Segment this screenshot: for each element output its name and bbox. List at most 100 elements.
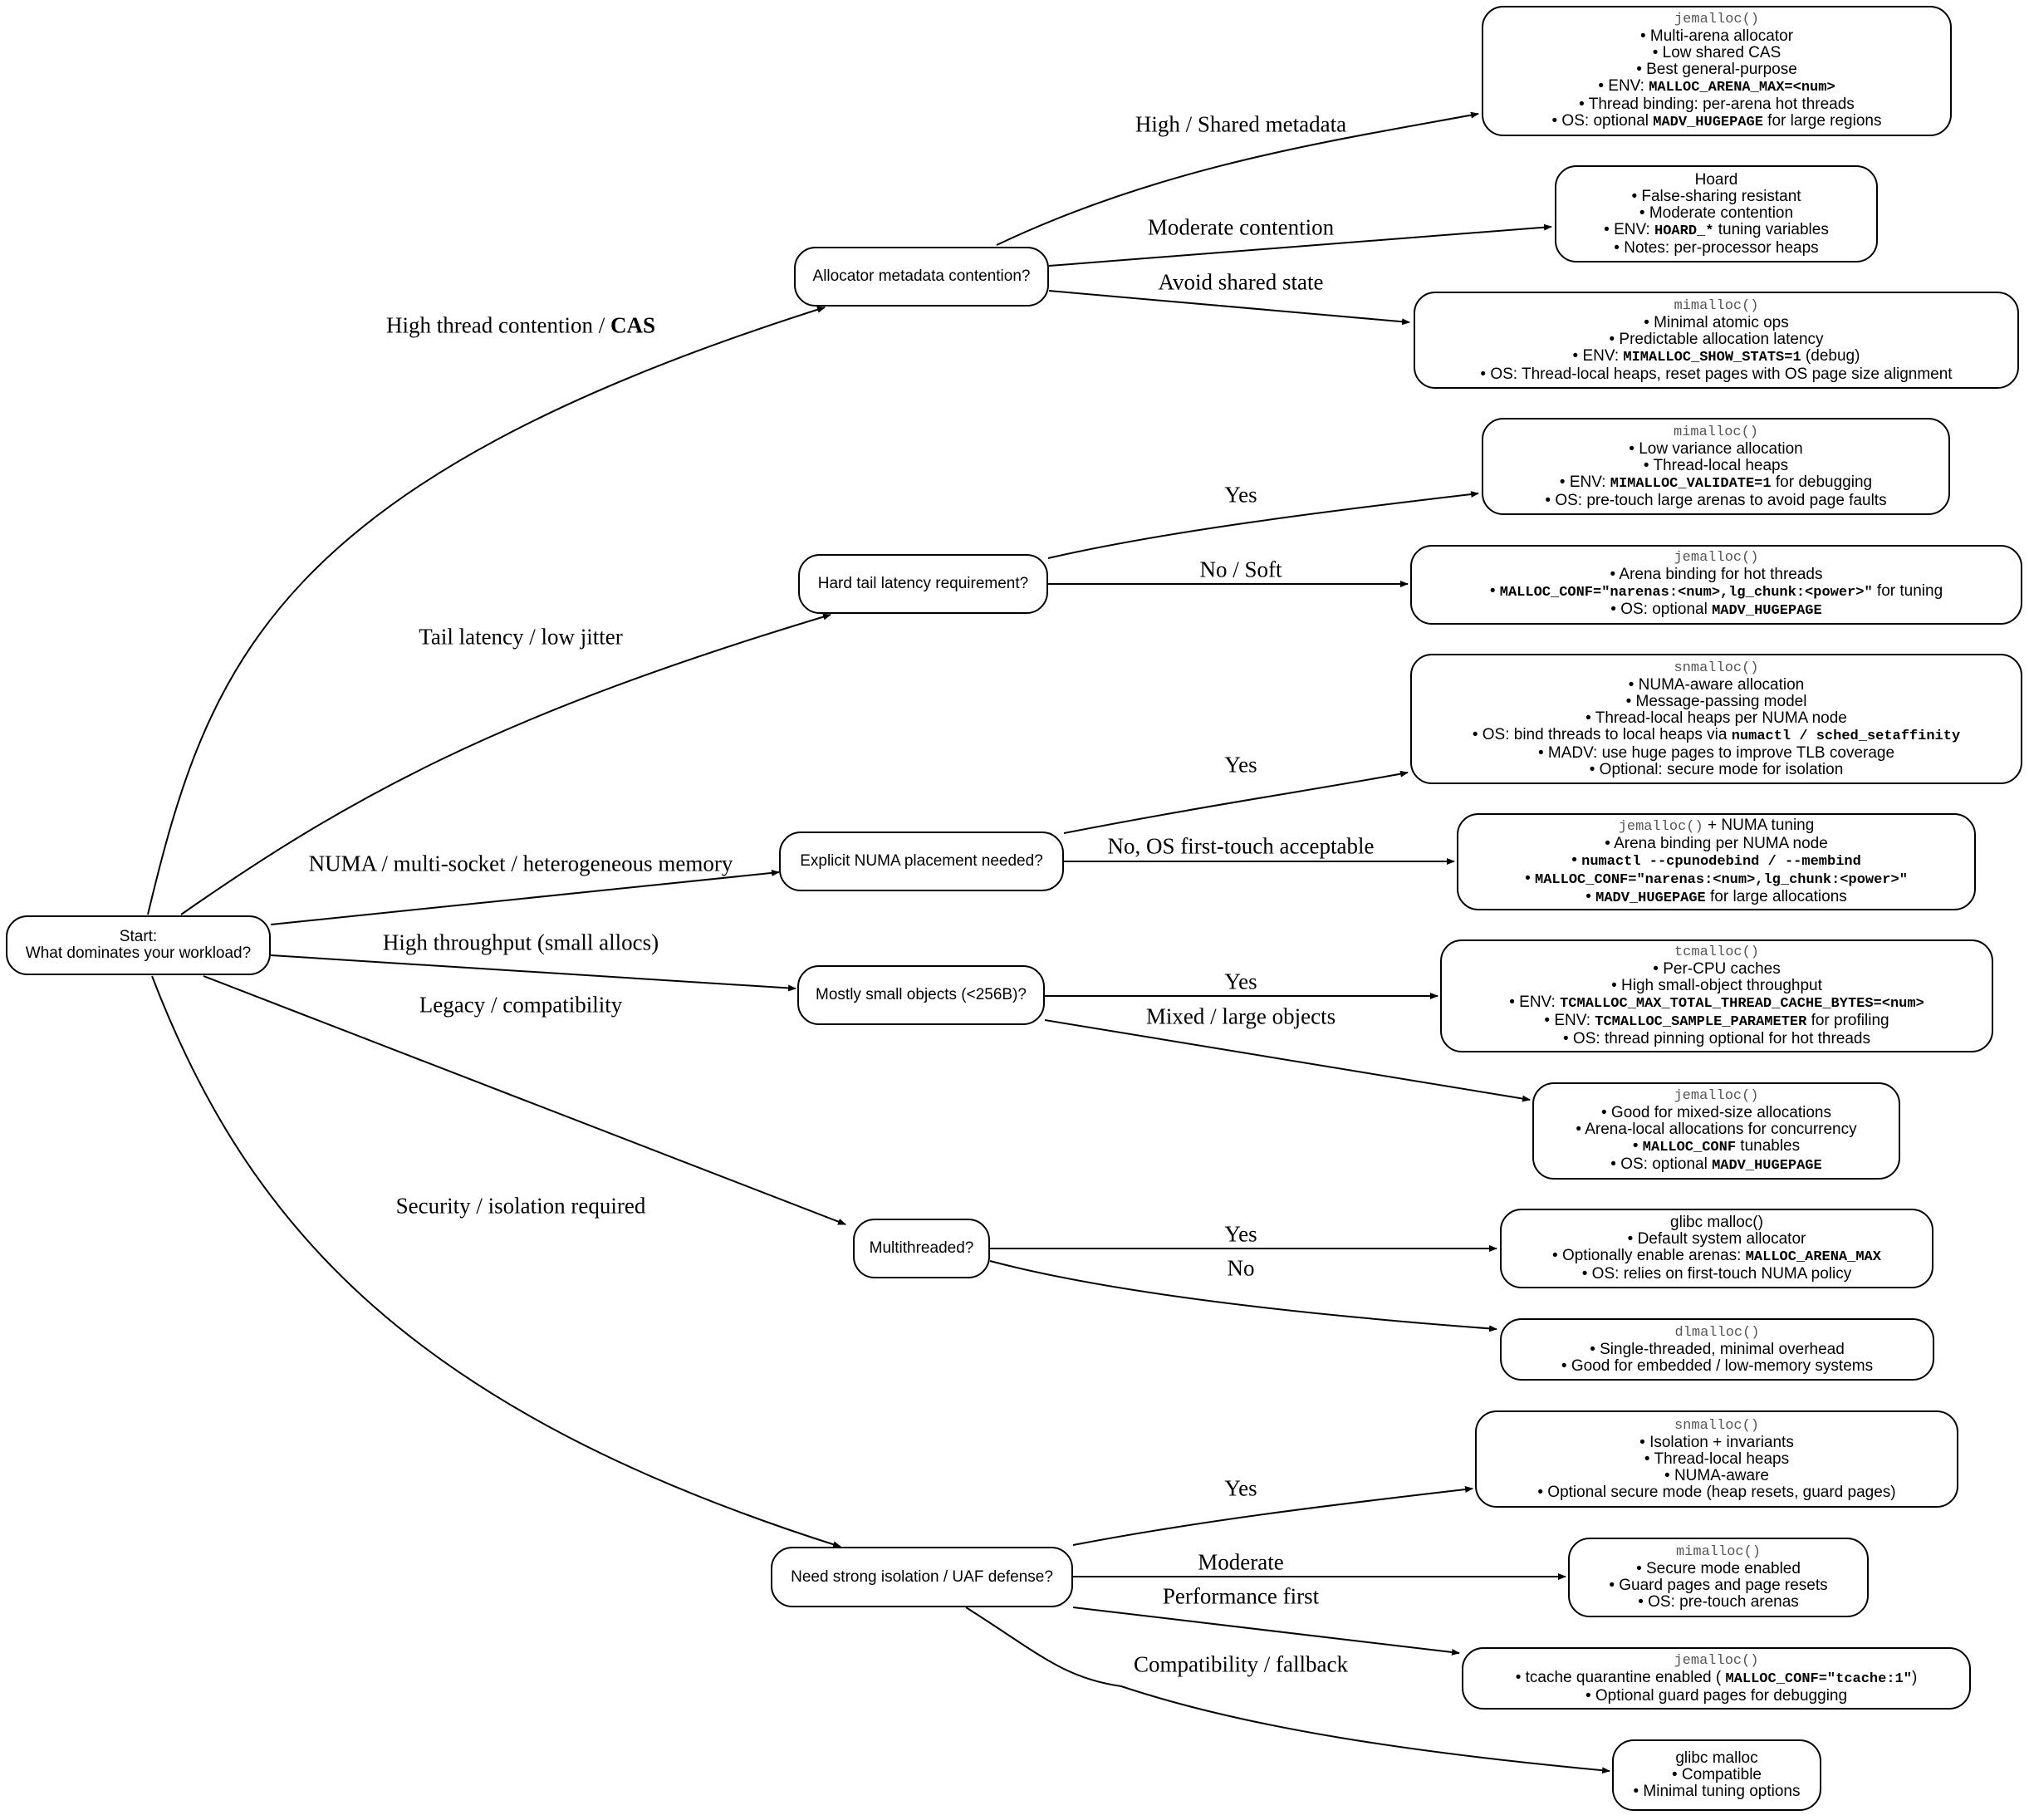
result-line: • OS: thread pinning optional for hot th…: [1563, 1030, 1870, 1047]
result-mimalloc-avoid-shared: mimalloc() • Minimal atomic ops • Predic…: [1414, 292, 2019, 389]
result-line: • OS: pre-touch arenas: [1638, 1593, 1799, 1611]
result-line: • MALLOC_CONF="narenas:<num>,lg_chunk:<p…: [1490, 583, 1943, 601]
quarantine-prefix: • tcache quarantine enabled (: [1515, 1668, 1726, 1686]
env-code: MIMALLOC_SHOW_STATS=1: [1623, 349, 1801, 365]
os-code: numactl / sched_setaffinity: [1731, 728, 1961, 744]
label-tail-no: No / Soft: [1199, 557, 1282, 582]
bullet-prefix: •: [1489, 582, 1500, 600]
label-numa: NUMA / multi-socket / heterogeneous memo…: [308, 851, 733, 876]
result-line: • Thread-local heaps: [1644, 1450, 1790, 1468]
result-dlmalloc: dlmalloc() • Single-threaded, minimal ov…: [1500, 1318, 1934, 1381]
result-title: snmalloc(): [1674, 1417, 1760, 1434]
conf-code: MALLOC_CONF: [1642, 1139, 1737, 1155]
result-line: • OS: bind threads to local heaps via nu…: [1472, 725, 1961, 745]
env-code: MIMALLOC_VALIDATE=1: [1610, 475, 1772, 492]
result-title: jemalloc(): [1674, 550, 1759, 566]
result-title: mimalloc(): [1673, 424, 1759, 440]
edge-multi-dlmalloc: [989, 1260, 1497, 1332]
result-line: • Single-threaded, minimal overhead: [1590, 1340, 1845, 1358]
result-line: • False-sharing resistant: [1631, 187, 1801, 205]
result-line: • Isolation + invariants: [1639, 1433, 1794, 1451]
edge-isolation-glibc: [965, 1607, 1610, 1774]
env-suffix: for profiling: [1806, 1012, 1889, 1029]
result-line: • Optional secure mode (heap resets, gua…: [1537, 1483, 1896, 1501]
label-moderate-contention: Moderate contention: [1147, 214, 1335, 240]
result-line: • ENV: MALLOC_ARENA_MAX=<num>: [1598, 76, 1835, 96]
question-isolation: Need strong isolation / UAF defense?: [771, 1547, 1073, 1607]
label-legacy: Legacy / compatibility: [419, 992, 623, 1018]
edge-numa-snmalloc: [1063, 770, 1409, 834]
result-line: • ENV: TCMALLOC_MAX_TOTAL_THREAD_CACHE_B…: [1509, 994, 1924, 1013]
result-line: • MALLOC_CONF="narenas:<num>,lg_chunk:<p…: [1525, 870, 1908, 889]
start-line1: Start:: [119, 928, 158, 945]
result-jemalloc-soft-tail: jemalloc() • Arena binding for hot threa…: [1410, 545, 2022, 625]
label-tail-latency: Tail latency / low jitter: [419, 624, 623, 650]
question-multithreaded: Multithreaded?: [853, 1219, 990, 1278]
env-suffix: for debugging: [1771, 473, 1873, 491]
result-line: • Secure mode enabled: [1636, 1560, 1801, 1577]
arena-code: MALLOC_ARENA_MAX: [1745, 1249, 1881, 1265]
result-line: • Moderate contention: [1639, 204, 1794, 222]
conf-code: MALLOC_CONF="narenas:<num>,lg_chunk:<pow…: [1535, 871, 1908, 888]
label-high-contention-text: High thread contention /: [386, 312, 610, 338]
edge-start-multi: [203, 975, 846, 1225]
result-line: • Minimal atomic ops: [1644, 313, 1789, 331]
env-prefix: • ENV:: [1598, 76, 1649, 95]
result-line: • Default system allocator: [1627, 1230, 1806, 1248]
bullet-prefix: •: [1571, 851, 1582, 869]
result-line: • Message-passing model: [1625, 692, 1807, 710]
result-title-suffix: + NUMA tuning: [1703, 816, 1815, 834]
result-line: • MADV_HUGEPAGE for large allocations: [1585, 888, 1847, 907]
result-line: • Thread-local heaps: [1643, 456, 1789, 474]
result-line: • OS: pre-touch large arenas to avoid pa…: [1545, 491, 1887, 509]
edge-tail-mimalloc: [1047, 491, 1479, 559]
result-tcmalloc: tcmalloc() • Per-CPU caches • High small…: [1440, 939, 1993, 1052]
env-code: TCMALLOC_SAMPLE_PARAMETER: [1595, 1014, 1807, 1030]
quarantine-code: MALLOC_CONF="tcache:1": [1725, 1670, 1912, 1687]
label-numa-no: No, OS first-touch acceptable: [1107, 833, 1375, 859]
result-title: jemalloc(): [1674, 11, 1760, 27]
arena-prefix: • Optionally enable arenas:: [1552, 1247, 1746, 1264]
result-hoard: Hoard • False-sharing resistant • Modera…: [1555, 165, 1878, 262]
result-title: jemalloc() + NUMA tuning: [1619, 817, 1815, 836]
question-small-objects: Mostly small objects (<256B)?: [797, 965, 1045, 1025]
result-line: • Arena binding for hot threads: [1610, 566, 1823, 583]
result-line: • OS: optional MADV_HUGEPAGE: [1610, 1155, 1821, 1175]
edge-isolation-jemalloc: [1072, 1607, 1460, 1656]
os-code: MADV_HUGEPAGE: [1712, 603, 1822, 619]
label-small-yes: Yes: [1224, 969, 1257, 994]
result-line: • ENV: MIMALLOC_SHOW_STATS=1 (debug): [1573, 346, 1860, 366]
label-throughput: High throughput (small allocs): [382, 930, 659, 955]
result-title: dlmalloc(): [1674, 1324, 1760, 1341]
result-snmalloc-isolation: snmalloc() • Isolation + invariants • Th…: [1475, 1410, 1958, 1508]
question-tail-latency: Hard tail latency requirement?: [798, 554, 1048, 614]
result-title: snmalloc(): [1674, 660, 1759, 676]
result-jemalloc-mixed: jemalloc() • Good for mixed-size allocat…: [1532, 1082, 1900, 1180]
os-prefix: • OS: bind threads to local heaps via: [1472, 725, 1732, 743]
result-line: • Thread-local heaps per NUMA node: [1585, 709, 1847, 727]
label-multi-yes: Yes: [1224, 1221, 1257, 1247]
result-line: • Multi-arena allocator: [1639, 27, 1794, 45]
edge-metadata-jemalloc: [996, 111, 1479, 246]
result-line: • Low variance allocation: [1629, 439, 1803, 458]
env-prefix: • ENV:: [1559, 473, 1610, 491]
result-line: • Best general-purpose: [1636, 60, 1797, 78]
result-mimalloc-tail: mimalloc() • Low variance allocation • T…: [1482, 418, 1950, 515]
edge-start-isolation: [151, 975, 841, 1548]
env-suffix: (debug): [1801, 346, 1860, 365]
env-code: HOARD_*: [1654, 223, 1714, 239]
bullet-prefix: •: [1632, 1136, 1643, 1155]
result-line: • Low shared CAS: [1652, 43, 1782, 61]
result-title: jemalloc(): [1674, 1087, 1759, 1104]
result-line: • OS: Thread-local heaps, reset pages wi…: [1480, 365, 1953, 383]
env-prefix: • ENV:: [1604, 220, 1655, 238]
result-jemalloc-quarantine: jemalloc() • tcache quarantine enabled (…: [1462, 1647, 1971, 1710]
conf-code: MALLOC_CONF="narenas:<num>,lg_chunk:<pow…: [1499, 585, 1873, 601]
label-avoid-shared: Avoid shared state: [1158, 269, 1324, 295]
result-title: Hoard: [1694, 170, 1738, 189]
result-line: • ENV: HOARD_* tuning variables: [1604, 220, 1829, 240]
result-title: glibc malloc: [1675, 1749, 1758, 1767]
edge-metadata-mimalloc: [1048, 290, 1410, 326]
